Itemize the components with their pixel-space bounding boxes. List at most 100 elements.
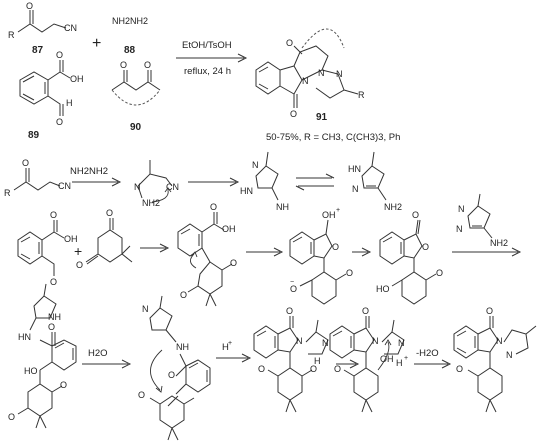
mech-dimedone: O O	[76, 208, 133, 270]
atom-o: O	[76, 260, 83, 270]
atom-n: N	[134, 182, 141, 192]
mech-arrow-10: -H2O	[414, 348, 452, 369]
atom-hn: HN	[240, 186, 253, 196]
plus-sign: +	[74, 243, 82, 259]
atom-o: O	[486, 306, 493, 316]
atom-o: O	[332, 242, 339, 252]
atom-o: O	[258, 364, 265, 374]
atom-n: N	[506, 350, 513, 360]
atom-o: O	[106, 208, 113, 218]
atom-n: N	[496, 336, 503, 346]
mech-arrow-3	[140, 243, 170, 253]
hydrazine-formula: NH2NH2	[112, 16, 148, 26]
plus-sign: +	[92, 35, 101, 52]
atom-o: O	[56, 50, 63, 60]
atom-o: O	[334, 364, 341, 374]
atom-o: O	[346, 268, 353, 278]
mech-arrow-7: H2O	[82, 348, 132, 369]
mech-aminopyrazole-reagent: N N NH2	[456, 193, 508, 248]
mech-arrow-9	[336, 359, 360, 369]
atom-o: O	[50, 277, 57, 287]
atom-o: O	[310, 364, 317, 374]
mech-phthalaldehydic-acid: O OH O	[17, 210, 78, 287]
mech-amide-intermediate: NH HN O HO O O	[8, 283, 77, 429]
atom-nh2: NH2	[384, 202, 402, 212]
atom-oh: OH	[64, 234, 78, 244]
label-91: 91	[316, 112, 328, 123]
mech-arrow-2	[188, 177, 240, 187]
atom-n: N	[142, 304, 149, 314]
atom-oh: OH	[70, 74, 84, 84]
atom-n: N	[456, 224, 463, 234]
atom-nh: NH	[176, 342, 189, 352]
mech-knoevenagel-adduct: O OH O O	[177, 202, 237, 307]
atom-o: O	[230, 258, 237, 268]
atom-cn: CN	[64, 23, 77, 33]
atom-n: N	[372, 336, 379, 346]
mech-arrow-5	[352, 247, 372, 257]
mech-equilibrium-arrow	[295, 173, 335, 191]
atom-o: O	[412, 210, 419, 220]
atom-n: N	[252, 160, 259, 170]
atom-o: O	[50, 210, 57, 220]
mech-arrow-8: H +	[216, 340, 252, 363]
proton-charge: +	[228, 340, 232, 347]
atom-n: N	[322, 338, 329, 348]
label-90: 90	[130, 122, 142, 133]
atom-o: O	[138, 390, 145, 400]
mech-enone-amide: N NH O O	[138, 295, 211, 441]
atom-o: O	[286, 306, 293, 316]
atom-hn: HN	[18, 332, 31, 342]
atom-o: O	[56, 117, 63, 127]
mech-cyclized-hemiaminal: O N N OH H + O	[329, 306, 408, 413]
atom-n: N	[302, 76, 309, 86]
atom-o: O	[22, 158, 29, 168]
atom-o: O	[120, 60, 127, 70]
atom-oh-plus: OH	[322, 210, 336, 220]
mech-final-product: O N N O	[453, 306, 537, 413]
atom-o: O	[362, 306, 369, 316]
proton-label: H	[222, 342, 229, 353]
mech-arrow-4	[246, 247, 284, 257]
atom-oh: OH	[222, 224, 236, 234]
conditions-temp: reflux, 24 h	[184, 66, 231, 77]
compound-89: O OH H O 89	[19, 50, 84, 141]
atom-nh2: NH2	[490, 238, 508, 248]
mech-iminopyrazoline: N HN NH	[240, 151, 289, 212]
conditions-solvent: EtOH/TsOH	[182, 40, 232, 51]
mech-arrow-1: NH2NH2	[70, 166, 122, 187]
mech-hydrazone: N NH2 CN	[134, 160, 179, 208]
mech-phthalide-enol: O O HO O	[376, 210, 443, 305]
mech-arrow-6	[452, 247, 522, 257]
overall-reaction-arrow: EtOH/TsOH reflux, 24 h	[176, 40, 248, 77]
minus-water-2: -H2O	[416, 348, 439, 359]
atom-nh: NH	[276, 202, 289, 212]
atom-cn: CN	[166, 182, 179, 192]
plus-charge: +	[336, 207, 340, 214]
atom-n: N	[398, 338, 405, 348]
mech-cyclized-protonated: O N N H O O	[253, 306, 329, 413]
atom-ho: HO	[376, 284, 390, 294]
minus-charge: −	[290, 279, 294, 286]
atom-r: R	[8, 30, 15, 40]
atom-nh: NH	[48, 312, 61, 322]
atom-nh2: NH2	[142, 198, 160, 208]
atom-o: O	[456, 364, 463, 374]
compound-91: O O N N N R 91	[255, 28, 365, 123]
atom-h: H	[66, 98, 73, 108]
atom-o: O	[436, 268, 443, 278]
mech-aminopyrazole: HN N NH2	[348, 151, 402, 212]
atom-cn: CN	[58, 181, 71, 191]
atom-o: O	[60, 380, 67, 390]
atom-oh: OH	[380, 354, 394, 364]
atom-r: R	[4, 188, 11, 198]
mech-ketonitrile: O R CN	[4, 158, 71, 198]
atom-h: H	[396, 358, 403, 368]
atom-hn: HN	[348, 164, 361, 174]
label-88: 88	[124, 45, 136, 56]
atom-o: O	[286, 38, 293, 48]
atom-n: N	[318, 68, 325, 78]
atom-ho: HO	[24, 366, 38, 376]
atom-n: N	[296, 336, 303, 346]
